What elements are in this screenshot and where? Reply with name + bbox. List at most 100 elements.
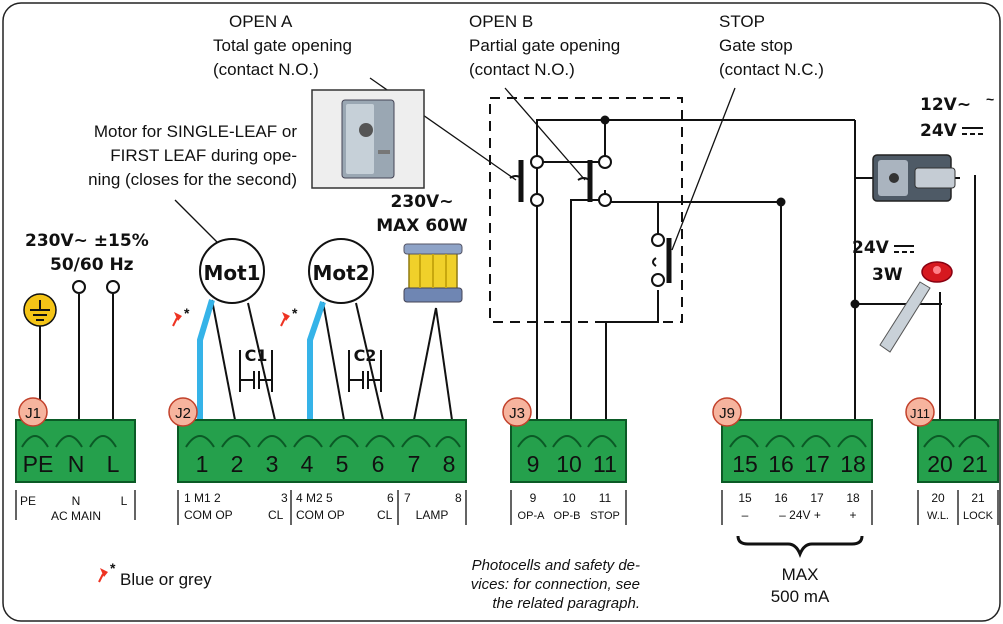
terminal-block-j3: 9 10 11 <box>510 419 627 483</box>
contact-stop <box>651 233 672 287</box>
wire-note-star-2: * <box>292 305 298 321</box>
max-label: MAX <box>782 565 819 584</box>
photocell-note-line-3: the related paragraph. <box>492 595 640 612</box>
stop-title: STOP <box>719 12 765 31</box>
sub-m2-numbers: 4 M2 5 <box>296 491 333 505</box>
sub-3: 3 <box>281 491 288 505</box>
terminal-block-j11: 20 21 <box>917 419 999 483</box>
pin-marker-icon <box>98 568 108 583</box>
terminal-1: 1 <box>196 451 209 477</box>
earth-icon <box>23 293 57 327</box>
sub-n: N <box>72 494 81 508</box>
lock-voltage-ac: 12V~ <box>920 95 971 115</box>
sub-24v: – 24V + <box>779 508 821 522</box>
terminal-20: 20 <box>927 451 953 477</box>
sub-18: 18 <box>846 491 860 505</box>
sub-m1-cl: CL <box>268 508 284 522</box>
sub-stop: STOP <box>590 510 620 522</box>
mains-terminals <box>72 280 120 294</box>
photocell-note-line-2: vices: for connection, see <box>471 576 640 593</box>
badge-j1: J1 <box>25 405 41 422</box>
terminal-4: 4 <box>301 451 314 477</box>
blue-wires <box>197 299 326 420</box>
motor-note-line-1: Motor for SINGLE-LEAF or <box>94 122 297 141</box>
motor-note-line-2: FIRST LEAF during ope- <box>110 146 297 165</box>
open-b-title: OPEN B <box>469 12 533 31</box>
current-brace <box>736 535 864 559</box>
lamp-power: MAX 60W <box>376 216 468 236</box>
sub-9: 9 <box>530 491 537 505</box>
terminal-21: 21 <box>962 451 988 477</box>
junction-dots <box>600 115 860 309</box>
sub-m1-numbers: 1 M1 2 <box>184 491 221 505</box>
terminal-block-j1: PE N L <box>15 419 136 483</box>
lock-voltage-dc: 24V <box>920 121 958 141</box>
electric-lock-image <box>872 154 956 202</box>
sub-l: L <box>121 494 128 508</box>
terminal-9: 9 <box>527 451 540 477</box>
dc-symbol-icon <box>962 127 983 135</box>
max-current-value: 500 mA <box>771 587 830 606</box>
motor-1: Mot1 <box>199 238 265 304</box>
capacitor-c2 <box>362 371 369 389</box>
terminal-j1-pe: PE <box>23 451 54 477</box>
light-voltage: 24V <box>852 238 890 258</box>
key-selector-image <box>311 89 425 189</box>
photocell-note-line-1: Photocells and safety de- <box>472 557 640 574</box>
terminal-17: 17 <box>804 451 830 477</box>
terminal-j1-l: L <box>107 451 120 477</box>
open-b-contact: (contact N.O.) <box>469 60 575 79</box>
terminal-16: 16 <box>768 451 794 477</box>
sub-16: 16 <box>774 491 788 505</box>
terminal-18: 18 <box>840 451 866 477</box>
open-a-contact: (contact N.O.) <box>213 60 319 79</box>
capacitor-c1-label: C1 <box>245 346 268 365</box>
pin-marker-icon <box>172 312 182 327</box>
supply-voltage: 230V~ ±15% <box>25 231 149 251</box>
sub-minus: – <box>742 508 749 522</box>
terminal-2: 2 <box>231 451 244 477</box>
motor-1-label: Mot1 <box>203 261 260 285</box>
badge-j3: J3 <box>509 405 525 422</box>
light-power: 3W <box>872 265 903 285</box>
contact-open-a <box>509 155 544 207</box>
sub-10: 10 <box>562 491 576 505</box>
terminal-j1-n: N <box>68 451 85 477</box>
sub-17: 17 <box>810 491 824 505</box>
sub-ac-main: AC MAIN <box>51 509 101 523</box>
open-b-desc: Partial gate opening <box>469 36 620 55</box>
terminal-11: 11 <box>593 451 617 477</box>
stop-desc: Gate stop <box>719 36 793 55</box>
terminal-5: 5 <box>336 451 349 477</box>
sub-20: 20 <box>931 491 945 505</box>
terminal-6: 6 <box>372 451 385 477</box>
motor-2-label: Mot2 <box>312 261 369 285</box>
ac-symbol-icon: ~ <box>986 91 994 107</box>
badge-j2: J2 <box>175 405 191 422</box>
blue-or-grey-note: Blue or grey <box>120 570 212 589</box>
sub-op-a: OP-A <box>518 510 546 522</box>
motor-2: Mot2 <box>308 238 374 304</box>
sub-m1-com-op: COM OP <box>184 508 233 522</box>
capacitor-c1 <box>253 371 260 389</box>
warning-light-image <box>879 261 953 353</box>
terminal-block-j9: 15 16 17 18 <box>721 419 873 483</box>
terminal-8: 8 <box>443 451 456 477</box>
open-a-title: OPEN A <box>229 12 293 31</box>
terminal-3: 3 <box>266 451 279 477</box>
sub-8: 8 <box>455 491 462 505</box>
sub-15: 15 <box>738 491 752 505</box>
sub-m2-com-op: COM OP <box>296 508 345 522</box>
sub-lamp: LAMP <box>416 508 449 522</box>
sub-7: 7 <box>404 491 411 505</box>
sub-pe: PE <box>20 494 36 508</box>
sub-lock: LOCK <box>963 510 994 522</box>
wire-note-star-1: * <box>184 305 190 321</box>
pin-marker-icon <box>280 312 290 327</box>
sublabel-separators <box>15 490 999 525</box>
capacitor-c2-label: C2 <box>354 346 377 365</box>
motor-note-line-3: ning (closes for the second) <box>88 170 297 189</box>
sub-op-b: OP-B <box>554 510 581 522</box>
sub-m2-cl: CL <box>377 508 393 522</box>
terminal-7: 7 <box>408 451 421 477</box>
